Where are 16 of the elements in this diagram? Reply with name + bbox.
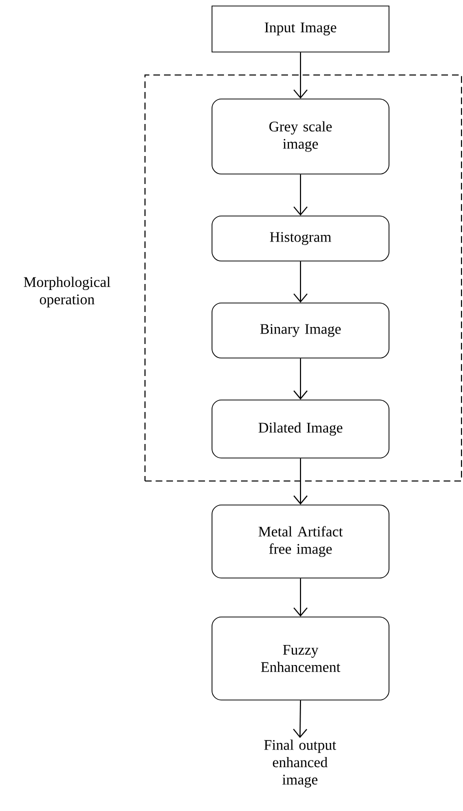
process-box: Dilated Image (212, 400, 390, 458)
arrow (293, 52, 308, 99)
node-label: Morphological operation (24, 276, 110, 308)
process-box: Input Image (212, 6, 390, 52)
process-box: Histogram (212, 216, 390, 262)
output-text: Final output enhanced image (264, 740, 336, 788)
process-box: Binary Image (212, 302, 390, 358)
process-box: Fuzzy Enhancement (212, 616, 390, 700)
arrow (293, 700, 308, 738)
process-box: Metal Artifact free image (212, 504, 390, 578)
arrow (293, 174, 308, 216)
arrow (293, 458, 308, 505)
arrow (293, 578, 308, 617)
arrow (293, 261, 308, 303)
arrow (293, 358, 308, 400)
process-box: Grey scale image (212, 98, 390, 174)
